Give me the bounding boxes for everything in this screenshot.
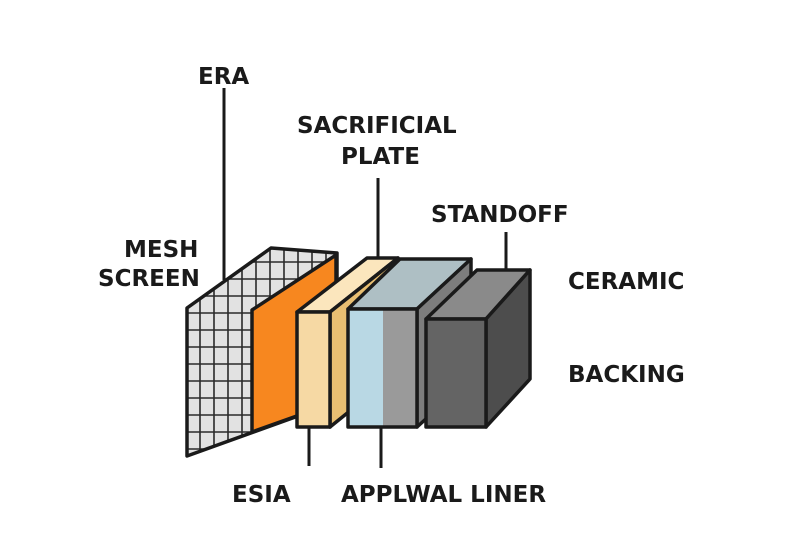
ceramic-label: CERAMIC xyxy=(568,269,684,295)
ceramic-backing-layer xyxy=(424,268,532,429)
spall-liner-front-grey xyxy=(383,309,417,427)
era-label: ERA xyxy=(198,64,249,90)
esia-label: ESIA xyxy=(232,482,291,508)
spall-liner-label: APPLWAL LINER xyxy=(341,482,546,508)
sacrificial-plate-label-line1: SACRIFICIAL xyxy=(297,113,457,139)
standoff-label: STANDOFF xyxy=(431,202,569,228)
spall-liner-front-outline xyxy=(346,307,419,429)
backing-label: BACKING xyxy=(568,362,685,388)
sacrificial-plate-label-line2: PLATE xyxy=(341,144,420,170)
spall-liner-front-light xyxy=(348,309,383,427)
ceramic-front xyxy=(424,317,488,429)
mesh-screen-label-line2: SCREEN xyxy=(98,266,200,292)
mesh-screen-label-line1: MESH xyxy=(124,237,198,263)
sacrificial-plate-front xyxy=(295,310,332,429)
